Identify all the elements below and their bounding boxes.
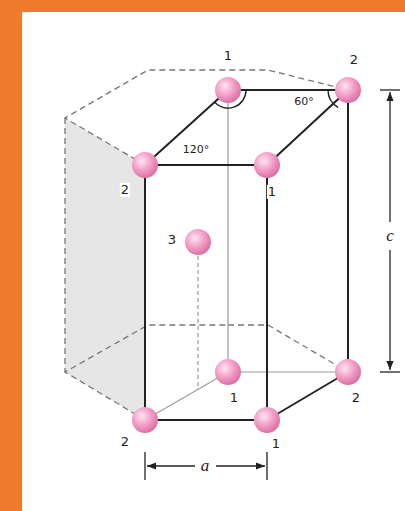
back-edges xyxy=(145,90,348,420)
atom-number: 2 xyxy=(120,183,130,197)
dimension-label: c xyxy=(385,227,395,246)
atom-number: 3 xyxy=(167,233,177,247)
atom-number: 1 xyxy=(267,185,277,199)
atom-number: 1 xyxy=(223,49,233,63)
angle-label: 120° xyxy=(182,144,211,156)
hexagon-outline xyxy=(65,70,348,420)
atom-number: 2 xyxy=(120,435,130,449)
dimension-label: a xyxy=(200,457,211,476)
angle-label: 60° xyxy=(293,96,315,108)
atom-number: 2 xyxy=(351,391,361,405)
dimension-a xyxy=(145,452,267,480)
atoms xyxy=(132,77,361,433)
atom-number: 2 xyxy=(349,53,359,67)
dimension-c xyxy=(380,90,400,372)
atom-number: 1 xyxy=(271,437,281,451)
atom-number: 1 xyxy=(229,391,239,405)
cell-edges xyxy=(145,90,348,420)
